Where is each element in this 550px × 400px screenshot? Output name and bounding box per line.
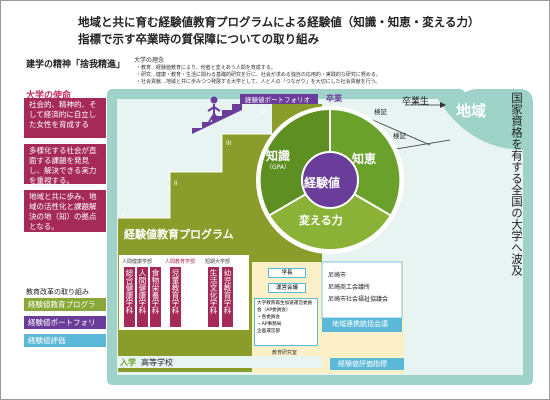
title-line-1: 地域と共に育む経験値教育プログラムによる経験値（知識・知恵・変える力） xyxy=(78,15,480,29)
reform-heading: 教育改革の取り組み xyxy=(26,288,89,296)
mission-item-3: 地域と共に歩み、地域の活性化と課題解決の地（知）の拠点となる。 xyxy=(24,190,106,232)
verify-label-1: 検証 xyxy=(374,108,387,116)
philosophy-line-2: ・研究…健康・教育・生活に関わる基礎的研究を行に、社会が求める独自の応用的・実践… xyxy=(136,72,381,78)
reform-legend-program: 経験値教育プログラム xyxy=(24,298,106,320)
dept-general-health: 総合健康学科 xyxy=(124,267,135,327)
ap-committee-title: 大学教育再生加速運営委員会（AP委員会） xyxy=(257,301,313,313)
ap-sub-committees: ・各委員会 xyxy=(257,315,280,320)
senate-box: 運営会議 xyxy=(268,283,306,293)
admission-label: 入学 xyxy=(120,358,136,367)
verify-line-lower xyxy=(389,139,451,151)
philosophy-line-1: ・教育…経験値教育により、他者と変えあう人間を育成する。 xyxy=(136,65,276,71)
stage-numeral-3: III xyxy=(226,140,232,147)
liaison-council-label: 地域連携統括会議 xyxy=(332,320,388,328)
founding-spirit: 建学の精神「捨我精進」 xyxy=(26,60,126,70)
title-line-2: 指標で示す卒業時の質保障についての取り組み xyxy=(78,32,320,46)
dept-food-nutrition: 食物栄養学科 xyxy=(150,267,161,327)
mission-item-2: 多様化する社会が直面する課題を発見し、解決できる実力を重視する。 xyxy=(24,144,106,185)
nationwide-spread-text: 国家資格を有する全国の大学へ波及 xyxy=(510,92,524,276)
partner-city: 尼崎市 xyxy=(328,272,347,279)
mission-heading: 大学の使命 xyxy=(26,91,72,101)
knowledge-sublabel: （GPA） xyxy=(266,164,290,171)
faculty-header-education: 人間教育学部 xyxy=(165,259,196,265)
faculty-header-junior: 短期大学部 xyxy=(205,259,231,265)
philosophy-label: 大学の理念 xyxy=(134,57,165,64)
region-label: 地域 xyxy=(456,102,487,120)
ap-planning: 企画運営部 xyxy=(257,329,280,334)
reform-legend-portfolio: 経験値ポートフォリオ xyxy=(24,316,106,338)
wisdom-label: 知恵 xyxy=(352,152,377,166)
knowledge-label: 知識 xyxy=(266,149,291,163)
mission-item-1: 社会的、精神的、そして経済的に自立した女性を育成する xyxy=(24,98,106,138)
dept-life-culture: 生活文化学科 xyxy=(208,267,219,327)
portfolio-bar xyxy=(240,94,318,104)
dept-child-education: 児童教育学科 xyxy=(170,267,181,327)
highschool-label: 高等学校 xyxy=(141,358,173,367)
partner-panel xyxy=(321,261,403,319)
stage-numeral-1: I xyxy=(122,212,124,219)
evaluation-bar xyxy=(330,358,404,370)
graduate-label: 卒業生 xyxy=(402,97,430,107)
research-office: 教育研究室 xyxy=(272,350,298,356)
evaluation-indicator-label: 経験値評価指標 xyxy=(338,360,387,368)
partner-chamber: 尼崎商工会議所 xyxy=(328,284,371,291)
partner-welfare: 尼崎市社会福祉協議会 xyxy=(328,296,389,303)
president-box: 学長 xyxy=(268,268,306,278)
verify-label-2: 検証 xyxy=(393,132,406,140)
ap-secretariat: ・AP事務局 xyxy=(257,322,282,327)
graduate-arrowhead xyxy=(440,102,446,108)
dept-human-health: 人間健康学科 xyxy=(137,267,148,327)
graduation-label: 卒業 xyxy=(326,94,342,103)
stage-numeral-2: II xyxy=(174,180,178,187)
program-label: 経験値教育プログラム xyxy=(124,228,234,241)
reform-legend-evaluation: 経験値評価 xyxy=(24,334,106,347)
faculty-header-health: 人間健康学部 xyxy=(122,259,153,265)
philosophy-line-3: ・社会貢献…地域と共に歩みつつ発展する大学として、人と人の「つながり」を大切にし… xyxy=(136,79,381,85)
portfolio-bar-label: 経験値ポートフォリオ xyxy=(245,96,310,104)
change-power-label: 変える力 xyxy=(299,214,343,227)
staircase-edge xyxy=(118,133,272,219)
ap-committee-box: 大学教育再生加速運営委員会（AP委員会） ・各委員会 ・AP事務局 企画運営部 xyxy=(254,298,318,346)
center-disc xyxy=(301,151,359,209)
segment-change xyxy=(270,180,390,249)
student-figure-body xyxy=(207,104,221,123)
student-figure-head xyxy=(210,96,218,104)
stage-numeral-4: IV xyxy=(260,108,266,115)
region-block xyxy=(437,98,525,150)
center-label: 経験値 xyxy=(304,176,341,190)
admission-band xyxy=(118,356,322,368)
dept-early-childhood: 幼児教育学科 xyxy=(222,267,233,327)
liaison-bar xyxy=(322,318,402,332)
